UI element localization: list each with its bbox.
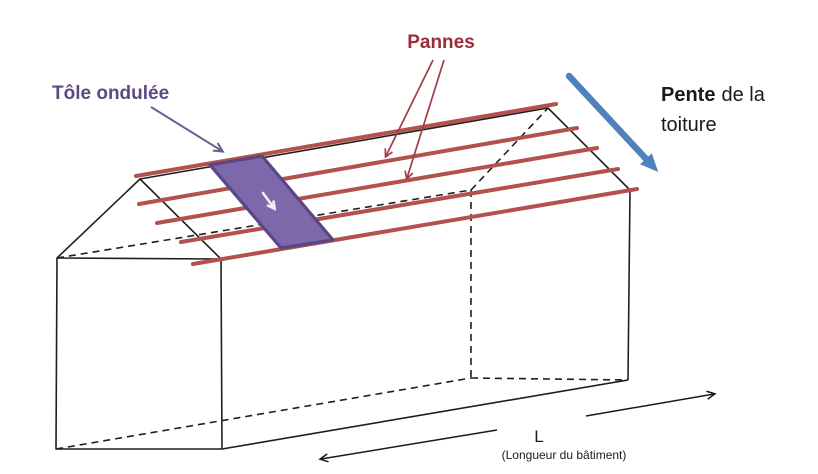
dimension-arrow-left-icon [318, 429, 498, 463]
pannes-pointer-arrow-icon [384, 59, 434, 159]
pannes-annotation: Pannes [384, 32, 475, 181]
purlin-line-2 [137, 126, 579, 206]
sheet-direction-arrow-icon [261, 191, 274, 208]
purlin-line-eave [191, 187, 639, 266]
tole-pointer-arrow-icon [150, 106, 222, 151]
purlin-line-3 [155, 146, 599, 225]
pannes-pointer-arrow-icon [404, 59, 445, 181]
pente-label-bold: Pente [661, 84, 715, 106]
pente-label-rest: de la [721, 84, 765, 106]
length-dimension-label: L [534, 427, 543, 446]
gable-end-outline [56, 178, 222, 260]
front-base-line [221, 379, 629, 450]
pannes-label: Pannes [407, 32, 475, 53]
pente-label-line2: toiture [661, 114, 717, 136]
purlin-line-ridge [134, 102, 558, 178]
tole-annotation: Tôle ondulée [52, 83, 222, 151]
pente-label: Pente de la [661, 84, 766, 106]
purlins [134, 102, 639, 266]
left-wall-outline [55, 257, 223, 450]
length-dimension-sub-label: (Longueur du bâtiment) [502, 448, 627, 462]
building-wireframe [55, 107, 631, 450]
dimension-arrow-right-icon [585, 390, 717, 417]
right-back-slope-hidden-line [470, 107, 549, 191]
ridge-line [139, 107, 549, 180]
right-base-hidden-line [470, 377, 629, 381]
pente-annotation: Pente de la toiture [565, 72, 766, 172]
length-dimension: L (Longueur du bâtiment) [318, 390, 717, 463]
purlin-line-4 [179, 167, 620, 244]
slope-direction-arrow-icon [565, 72, 659, 172]
tole-label: Tôle ondulée [52, 83, 169, 104]
corrugated-sheet [208, 154, 335, 250]
back-base-hidden-line [55, 377, 472, 450]
